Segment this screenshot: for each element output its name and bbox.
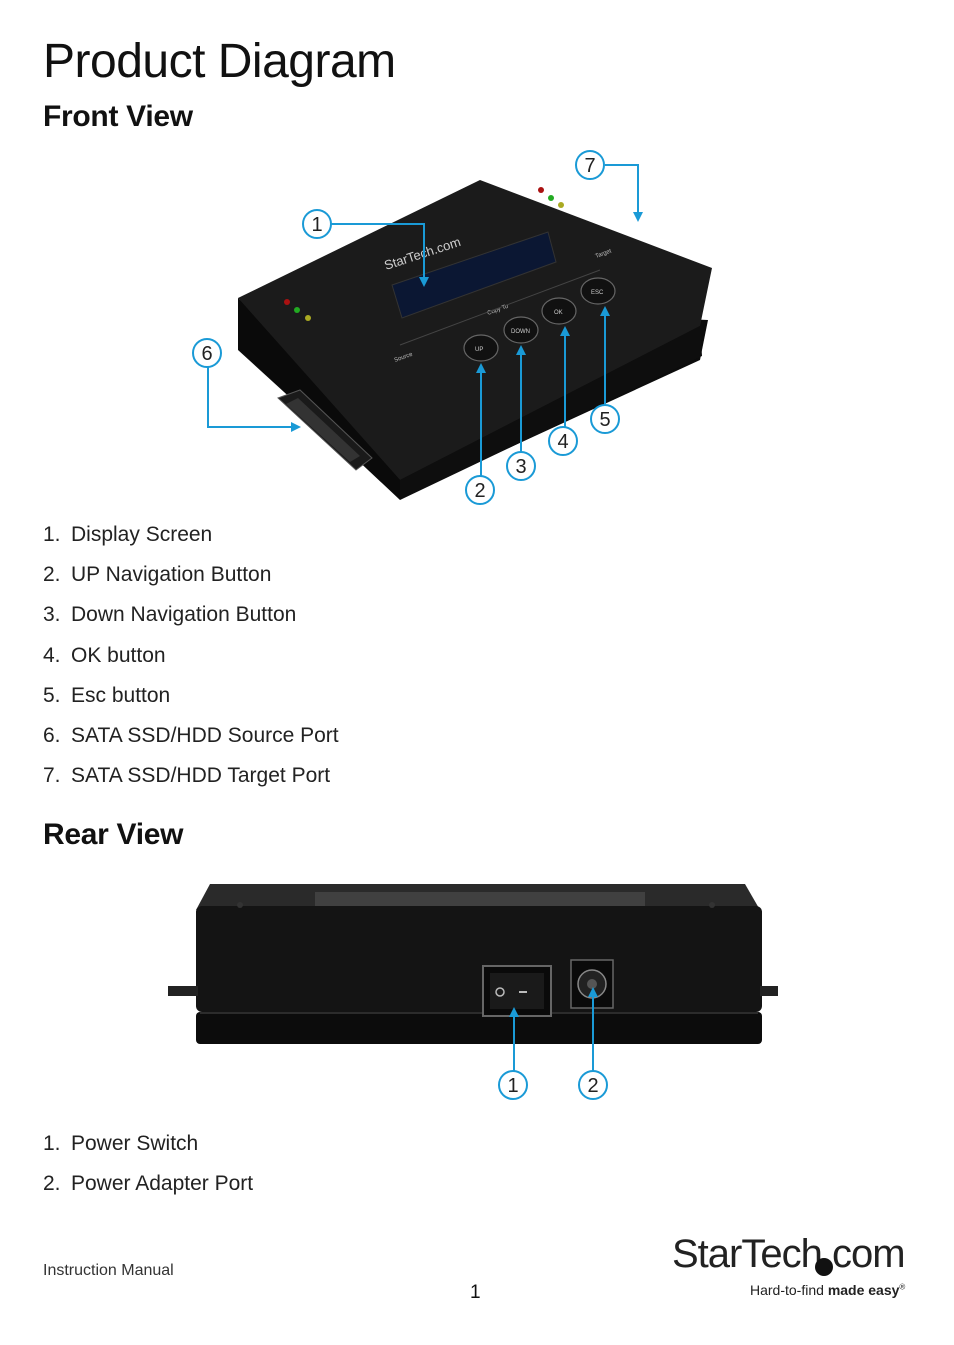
- rear-view-diagram: 1 2: [168, 884, 778, 1100]
- list-item: 7.SATA SSD/HDD Target Port: [43, 764, 331, 788]
- sata-source-connector: [277, 389, 373, 471]
- list-item: 5.Esc button: [43, 683, 171, 707]
- callout-6: 6: [192, 338, 222, 368]
- rear-view-list: 1.Power Switch 2.Power Adapter Port: [43, 1131, 253, 1211]
- rear-callout-1: 1: [498, 1070, 528, 1100]
- list-item: 1.Power Switch: [43, 1132, 199, 1155]
- svg-text:UP: UP: [475, 347, 483, 353]
- logo-brand-main: StarTech: [672, 1232, 823, 1276]
- callout-1: 1: [302, 209, 332, 239]
- rear-callout-2: 2: [578, 1070, 608, 1100]
- callout-2: 2: [465, 475, 495, 505]
- callout-3: 3: [506, 451, 536, 481]
- esc-button: ESC: [580, 277, 616, 305]
- svg-text:1: 1: [507, 1075, 518, 1097]
- svg-text:1: 1: [311, 214, 322, 236]
- svg-text:OK: OK: [554, 310, 563, 316]
- svg-text:4: 4: [557, 431, 568, 453]
- logo-tagline: Hard-to-find made easy®: [750, 1282, 906, 1298]
- logo-dot-icon: [815, 1258, 833, 1276]
- list-item: 1.Display Screen: [43, 523, 213, 546]
- callout-5: 5: [590, 404, 620, 434]
- svg-text:2: 2: [474, 480, 485, 502]
- list-item: 2.UP Navigation Button: [43, 563, 272, 587]
- front-view-heading: Front View: [43, 100, 193, 133]
- device-target-label: Target: [595, 248, 613, 259]
- svg-text:3: 3: [515, 456, 526, 478]
- startech-logo: StarTech com Hard-to-find made easy®: [672, 1232, 912, 1302]
- down-button: DOWN: [503, 316, 539, 344]
- list-item: 6.SATA SSD/HDD Source Port: [43, 723, 339, 747]
- duplicator-rear: [168, 884, 778, 1044]
- svg-text:DOWN: DOWN: [511, 329, 530, 335]
- ok-button: OK: [541, 297, 577, 325]
- page-number: 1: [470, 1282, 481, 1303]
- list-item: 3.Down Navigation Button: [43, 603, 297, 627]
- up-button: UP: [463, 334, 499, 362]
- svg-text:7: 7: [584, 155, 595, 177]
- callout-7: 7: [575, 150, 605, 180]
- svg-text:ESC: ESC: [591, 290, 604, 296]
- display-screen: [391, 231, 557, 319]
- list-item: 2.Power Adapter Port: [43, 1172, 254, 1196]
- svg-text:6: 6: [201, 343, 212, 365]
- front-view-list: 1.Display Screen 2.UP Navigation Button …: [43, 522, 339, 803]
- callout-4: 4: [548, 426, 578, 456]
- logo-brand-suffix: com: [832, 1232, 906, 1276]
- svg-text:2: 2: [587, 1075, 598, 1097]
- svg-text:5: 5: [599, 409, 610, 431]
- duplicator-device: StarTech.com Source Copy To Target UP DO…: [238, 180, 712, 500]
- footer-label: Instruction Manual: [43, 1262, 174, 1279]
- list-item: 4.OK button: [43, 643, 166, 667]
- rear-view-heading: Rear View: [43, 818, 184, 851]
- rear-callout-lines: [509, 987, 598, 1071]
- power-switch: [482, 965, 552, 1017]
- front-view-diagram: StarTech.com Source Copy To Target UP DO…: [192, 150, 712, 505]
- page-title: Product Diagram: [43, 35, 396, 88]
